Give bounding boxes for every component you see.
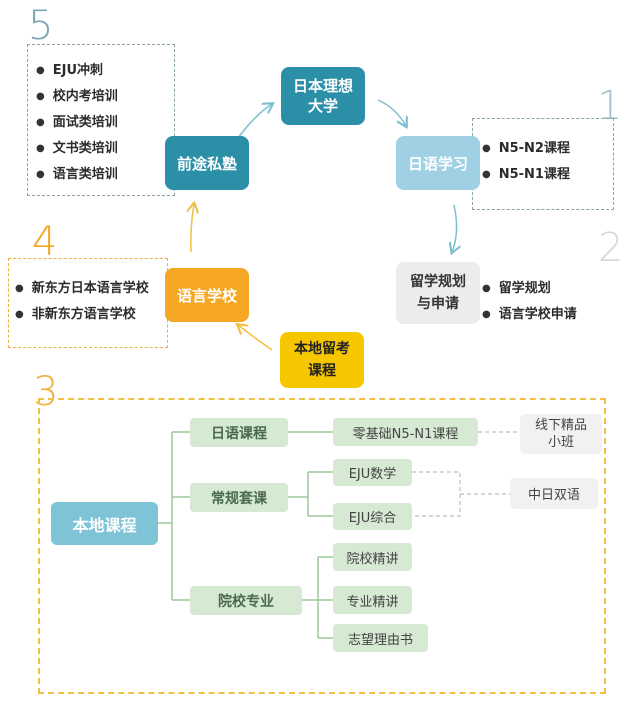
tag-offline-small-class: 线下精品小班 [520,414,602,454]
node-prep-school: 前途私塾 [165,136,249,190]
section-number-1: 1 [597,83,623,129]
leaf-school-briefing: 院校精讲 [333,543,412,571]
list-item: 面试类培训 [36,110,118,136]
leaf-eju-comprehensive: EJU综合 [333,503,412,530]
arrow-univ-to-study [377,99,406,126]
section-number-2: 2 [598,225,624,271]
section-4-list: 新东方日本语言学校 非新东方语言学校 [15,276,149,328]
node-local-exam-course: 本地留考课程 [280,332,364,388]
leaf-beginner-n5-n1: 零基础N5-N1课程 [333,418,478,446]
section-2-list: 留学规划 语言学校申请 [482,276,577,328]
arrow-prep-to-univ [237,104,272,139]
section-number-4: 4 [32,219,58,265]
section-number-5: 5 [28,3,54,49]
list-item: 文书类培训 [36,136,118,162]
node-japan-university: 日本理想大学 [281,67,365,125]
list-item: 语言学校申请 [482,302,577,328]
leaf-statement-of-purpose: 志望理由书 [333,624,428,652]
branch-regular-package: 常规套课 [190,483,288,512]
tree-root-local-course: 本地课程 [51,502,158,545]
list-item: 语言类培训 [36,162,118,188]
list-item: 校内考培训 [36,84,118,110]
node-study-abroad-planning: 留学规划与申请 [396,262,480,324]
arrow-exam-to-school [238,325,273,351]
list-item: 新东方日本语言学校 [15,276,149,302]
branch-japanese-course: 日语课程 [190,418,288,447]
branch-university-major: 院校专业 [190,586,302,615]
list-item: 非新东方语言学校 [15,302,149,328]
node-japanese-study: 日语学习 [396,136,480,190]
leaf-major-briefing: 专业精讲 [333,586,412,614]
list-item: N5-N1课程 [482,162,570,188]
section-1-list: N5-N2课程 N5-N1课程 [482,136,570,188]
list-item: N5-N2课程 [482,136,570,162]
node-language-school: 语言学校 [165,268,249,322]
section-3-box [38,398,606,694]
arrow-study-to-abroad [452,204,457,252]
section-5-list: EJU冲刺 校内考培训 面试类培训 文书类培训 语言类培训 [36,58,118,188]
list-item: 留学规划 [482,276,577,302]
section-5-box [27,44,175,196]
leaf-eju-math: EJU数学 [333,459,412,486]
list-item: EJU冲刺 [36,58,118,84]
tag-chinese-japanese-bilingual: 中日双语 [510,478,598,509]
section-number-3: 3 [33,369,59,415]
arrow-school-to-prep [191,204,194,253]
